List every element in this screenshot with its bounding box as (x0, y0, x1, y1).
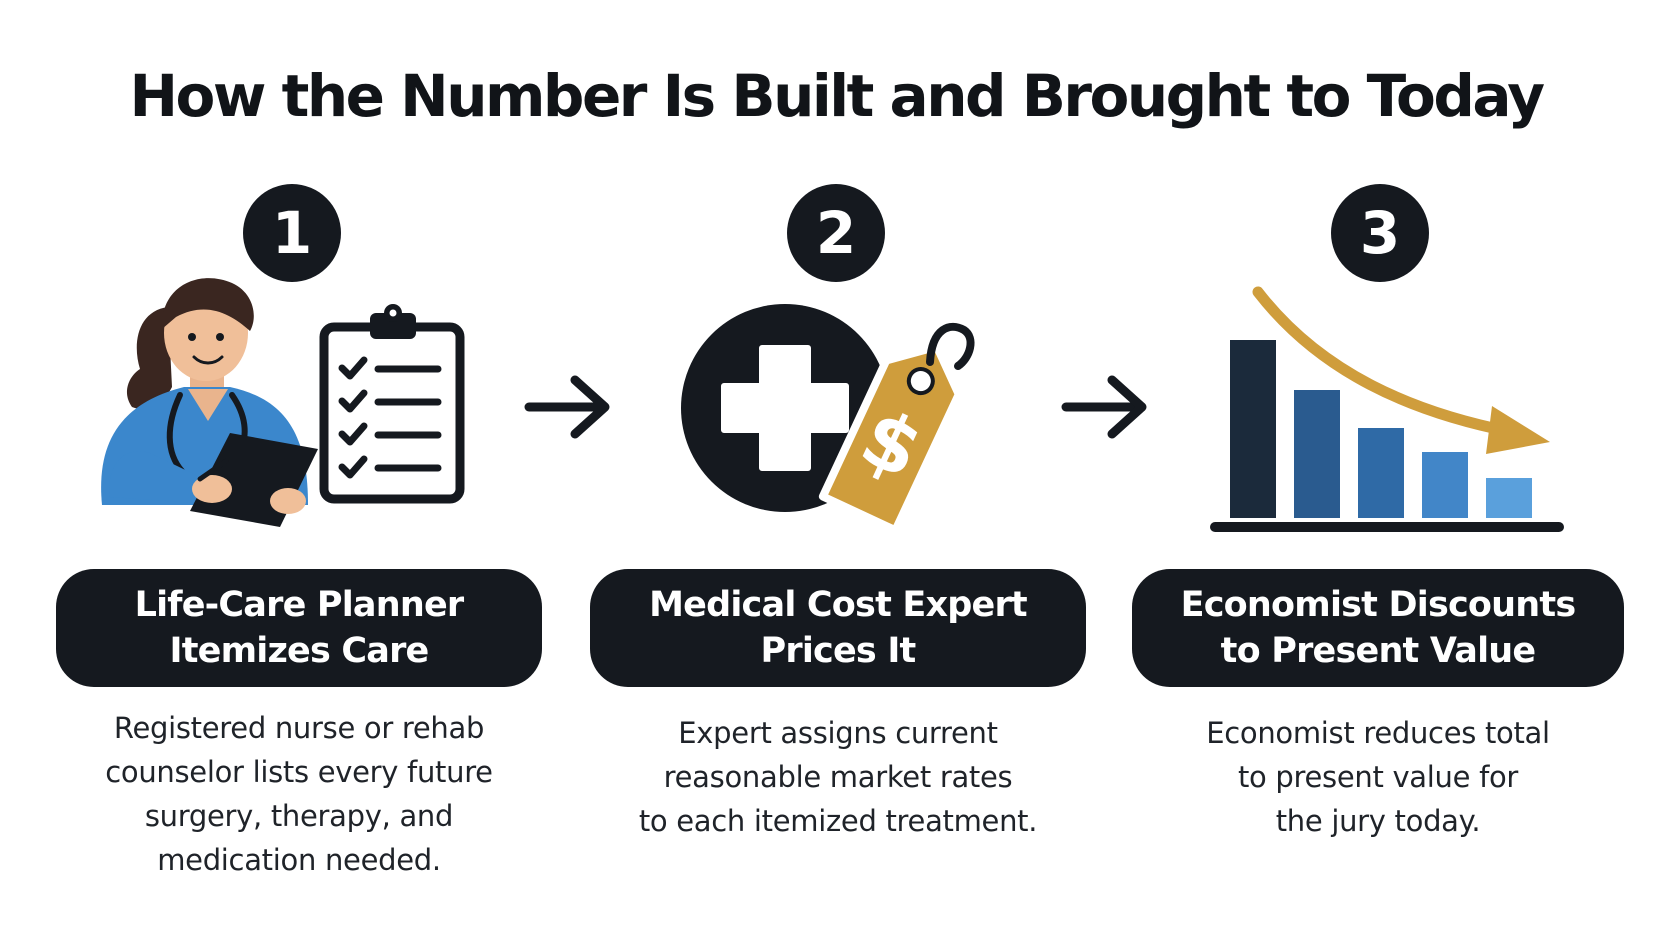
chart-baseline (1210, 522, 1564, 532)
checklist-clipboard-icon (319, 304, 465, 504)
step-3-description: Economist reduces total to present value… (1206, 716, 1550, 838)
step-3-heading: Economist Discounts to Present Value (1132, 569, 1624, 687)
step-1-description: Registered nurse or rehab counselor list… (105, 711, 493, 877)
step-3-heading-text: Economist Discounts to Present Value (1180, 585, 1577, 671)
tag-string (926, 322, 975, 370)
step-1-heading-text: Life-Care Planner Itemizes Care (134, 585, 465, 671)
medical-cross-price-tag-icon: $ (681, 304, 975, 535)
step-3-number-badge: 3 (1331, 184, 1429, 282)
step-2-heading-text: Medical Cost Expert Prices It (649, 585, 1028, 671)
bar-2 (1294, 390, 1340, 518)
declining-bar-chart-icon (1210, 286, 1564, 532)
page-title: How the Number Is Built and Brought to T… (129, 62, 1545, 130)
nurse-with-checklist-clipboard-icon (101, 278, 465, 527)
price-tag-icon: $ (818, 342, 963, 535)
step-2-number-badge: 2 (787, 184, 885, 282)
nurse-figure (101, 278, 318, 527)
bar-1 (1230, 340, 1276, 518)
arrow-right-icon (524, 375, 610, 439)
step-2-heading: Medical Cost Expert Prices It (590, 569, 1086, 687)
step-1-heading: Life-Care Planner Itemizes Care (56, 569, 542, 687)
bar-4 (1422, 452, 1468, 518)
bar-5 (1486, 478, 1532, 518)
bar-3 (1358, 428, 1404, 518)
trend-arrow (1252, 286, 1518, 438)
step-2-description: Expert assigns current reasonable market… (638, 716, 1038, 838)
arrow-right-icon (1061, 375, 1147, 439)
step-1-number-badge: 1 (243, 184, 341, 282)
